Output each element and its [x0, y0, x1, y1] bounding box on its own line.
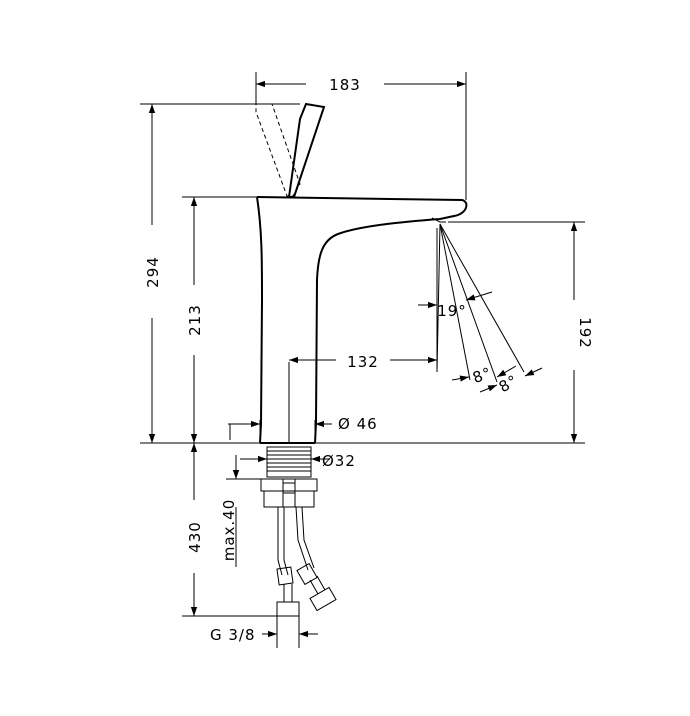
hose-fitting-left: [276, 566, 294, 586]
hose-left-b: [283, 507, 289, 576]
dim-reach-label: 132: [347, 353, 379, 371]
aerator: [431, 217, 446, 223]
angle-main-label: 19°: [437, 302, 467, 320]
dim-shank-diameter: Ø32: [240, 452, 356, 470]
hose-nut-right: [309, 586, 337, 612]
fixing-screw: [282, 482, 296, 494]
jet-line-1: [439, 223, 471, 381]
dim-max-thickness-label: max.40: [220, 499, 238, 562]
dim-hose-length: 430: [182, 443, 278, 617]
spout-outline: [256, 196, 468, 444]
dim-shank-diameter-label: Ø32: [322, 452, 356, 470]
dim-base-diameter: Ø 46: [228, 415, 378, 443]
dim-height-body: 213: [182, 196, 257, 443]
dim-width-top-label: 183: [329, 76, 361, 94]
dim-width-top: 183: [255, 72, 467, 200]
jet-line-3: [439, 223, 525, 373]
hose-nut-left: [276, 601, 300, 617]
dim-height-body-label: 213: [186, 304, 204, 336]
dim-height-total-label: 294: [144, 256, 162, 288]
dim-hose-length-label: 430: [186, 521, 204, 553]
dim-height-total: 294: [140, 103, 300, 443]
lever-alt-position: [255, 103, 301, 197]
dim-thread-label: G 3/8: [210, 626, 256, 644]
angle-a-label: 8°: [470, 364, 494, 387]
hose-left-a: [277, 507, 283, 576]
hose-right-a: [295, 506, 309, 571]
dim-base-diameter-label: Ø 46: [338, 415, 378, 433]
supply-hoses: [276, 506, 337, 617]
dim-height-spout-label: 192: [576, 317, 594, 349]
angle-b-label: 8°: [496, 371, 521, 396]
lever-outline: [287, 102, 326, 198]
dim-height-spout: 192: [448, 221, 594, 443]
hose-right-b: [301, 506, 315, 569]
dim-thread: G 3/8: [210, 616, 318, 648]
faucet-body: [255, 102, 468, 444]
shank-assembly: [260, 446, 318, 508]
fixing-plate: [263, 490, 315, 508]
thread-lines: [267, 450, 311, 472]
jet-line-vertical: [436, 223, 441, 373]
dim-reach: 132: [289, 228, 438, 372]
jet-line-2: [439, 223, 498, 383]
fixing-nut: [260, 478, 318, 492]
dim-max-thickness: max.40: [220, 455, 262, 567]
body-left-outline: [256, 196, 264, 444]
